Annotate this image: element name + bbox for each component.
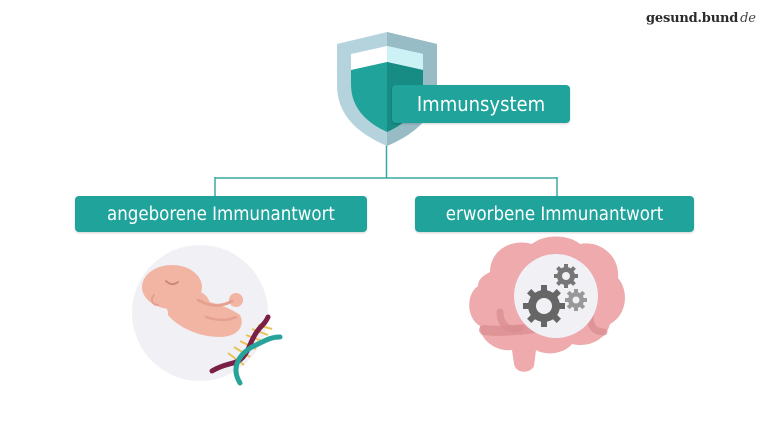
immunsystem-box: Immunsystem bbox=[392, 85, 570, 123]
dna-helix-icon bbox=[209, 314, 283, 386]
acquired-immune-box: erworbene Immunantwort bbox=[415, 196, 694, 232]
immunsystem-label: Immunsystem bbox=[416, 92, 546, 116]
gear-large-icon bbox=[523, 285, 565, 327]
innate-immune-label: angeborene Immunantwort bbox=[107, 203, 335, 225]
logo-name: gesund.bund bbox=[646, 11, 739, 26]
fetus-dna-icon bbox=[132, 245, 283, 386]
innate-immune-box: angeborene Immunantwort bbox=[75, 196, 367, 232]
brain-gears-icon bbox=[469, 236, 625, 372]
logo-tld: de bbox=[740, 11, 756, 26]
gear-small-top-icon bbox=[554, 264, 578, 288]
acquired-immune-label: erworbene Immunantwort bbox=[445, 203, 664, 225]
fetus-figure bbox=[142, 265, 243, 337]
gear-small-right-icon bbox=[565, 289, 587, 311]
